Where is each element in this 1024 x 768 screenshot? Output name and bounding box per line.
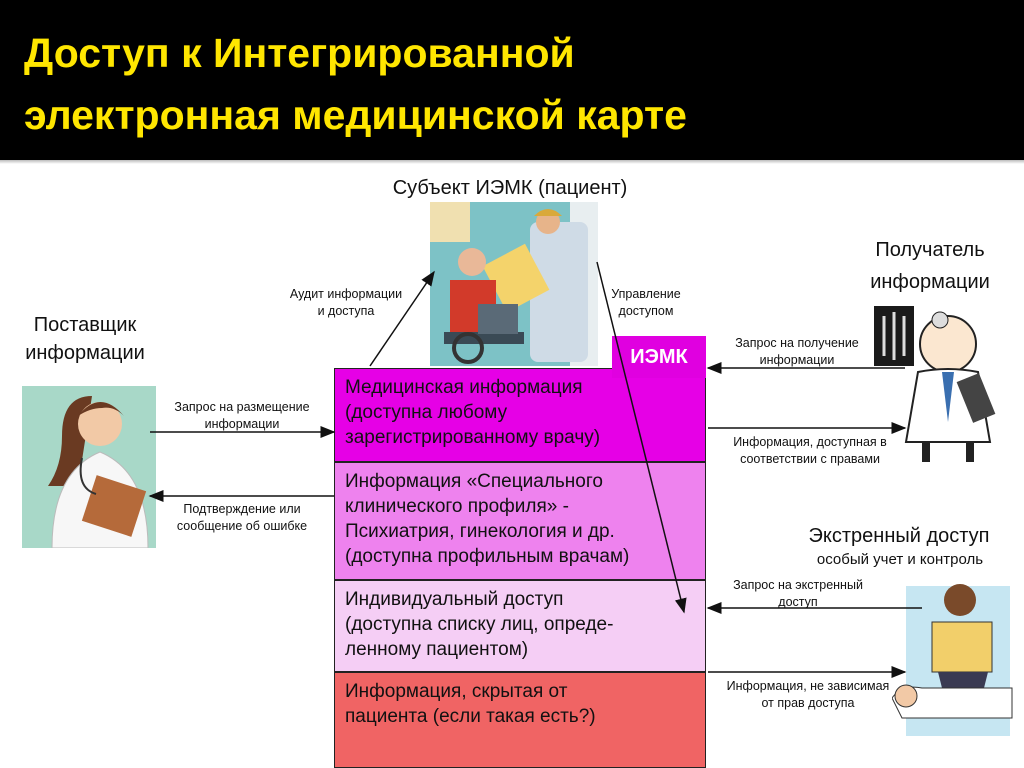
independent-info-label-1: Информация, не зависимая: [726, 679, 890, 693]
audit-label-2: и доступа: [317, 304, 375, 318]
iemk-badge: ИЭМК: [612, 336, 706, 378]
patient-doctor-illustration: [430, 202, 598, 366]
level-line: клинического профиля» -: [345, 496, 569, 517]
level-line: Информация, скрытая от: [345, 681, 568, 702]
cpr-illustration: [891, 578, 1018, 740]
level-general-medical-info: Медицинская информация (доступна любому …: [334, 368, 706, 462]
subject-label: Субъект ИЭМК (пациент): [392, 177, 628, 199]
level-line: пациента (если такая есть?): [345, 706, 596, 727]
audit-arrow: [369, 270, 435, 367]
audit-label-1: Аудит информации: [289, 287, 403, 301]
rights-info-label-1: Информация, доступная в: [733, 435, 887, 449]
level-line: ленному пациентом): [345, 639, 529, 660]
emergency-request-label-1: Запрос на экстренный: [733, 578, 863, 592]
level-line: Индивидуальный доступ: [345, 589, 564, 610]
title-bar: Доступ к Интегрированной электронная мед…: [0, 0, 1024, 160]
title-line-2: электронная медицинской карте: [24, 92, 687, 138]
confirm-label-2: сообщение об ошибке: [176, 519, 308, 533]
rights-info-label-2: соответствии с правами: [740, 452, 880, 466]
place-request-label-2: информации: [204, 417, 280, 431]
title-separator: [0, 160, 1024, 164]
access-mgmt-label-1: Управление: [611, 287, 681, 301]
access-mgmt-label-2: доступом: [618, 304, 674, 318]
level-line: Информация «Специального: [345, 471, 603, 492]
level-line: зарегистрированному врачу): [345, 427, 601, 448]
emergency-sublabel: особый учет и контроль: [816, 551, 984, 568]
level-line: Психиатрия, гинекология и др.: [345, 521, 615, 542]
emergency-label: Экстренный доступ: [808, 525, 990, 547]
get-request-label-1: Запрос на получение: [735, 336, 859, 350]
level-individual-access: Индивидуальный доступ (доступна списку л…: [334, 580, 706, 672]
recipient-label-2: информации: [870, 271, 990, 293]
title-line-1: Доступ к Интегрированной: [24, 30, 575, 76]
level-special-clinical-profile: Информация «Специального клинического пр…: [334, 462, 706, 580]
level-line: (доступна профильным врачам): [345, 546, 630, 567]
access-management-arrow: [596, 261, 687, 614]
level-line: (доступна любому: [345, 402, 508, 423]
emergency-request-label-2: доступ: [778, 595, 818, 609]
get-request-label-2: информации: [759, 353, 835, 367]
independent-info-label-2: от прав доступа: [761, 696, 855, 710]
level-line: (доступна списку лиц, опреде-: [345, 614, 614, 635]
provider-label-2: информации: [25, 342, 145, 364]
doctor-with-xray-illustration: [872, 302, 1000, 466]
provider-label-1: Поставщик: [33, 314, 137, 336]
place-request-label-1: Запрос на размещение: [174, 400, 310, 414]
level-line: Медицинская информация: [345, 377, 583, 398]
level-hidden-from-patient: Информация, скрытая от пациента (если та…: [334, 672, 706, 768]
confirm-label-1: Подтверждение или: [183, 502, 301, 516]
nurse-with-clipboard-illustration: [22, 386, 156, 549]
recipient-label-1: Получатель: [875, 239, 985, 261]
